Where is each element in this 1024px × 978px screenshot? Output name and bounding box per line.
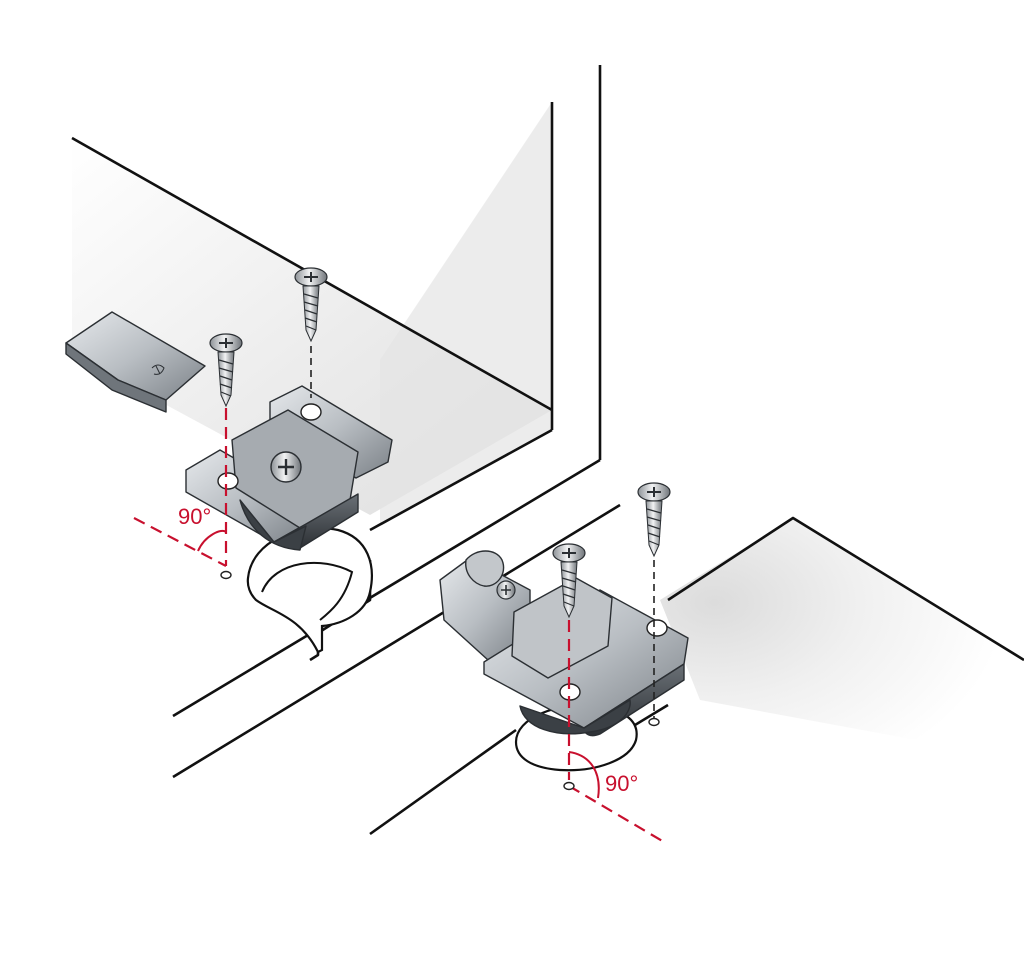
right-plate-hole-rear — [646, 619, 668, 637]
right-screw-rear — [637, 482, 671, 558]
left-plate-hole-front — [217, 472, 239, 490]
door-panel-surface — [660, 518, 1024, 760]
right-right-angle-arc — [568, 751, 600, 799]
left-pilot-hole — [220, 570, 232, 580]
left-hinge-assembly: 90° — [65, 267, 393, 654]
right-plate-cup — [519, 699, 631, 735]
right-hinge-arm — [439, 550, 531, 661]
cabinet-side-panel-surface — [380, 102, 552, 525]
right-screw-front — [552, 543, 586, 619]
left-cup-bore-hole — [246, 527, 373, 654]
left-adjustment-screw-slot — [278, 459, 294, 475]
screw-shank — [560, 561, 578, 619]
screw-shank — [302, 285, 320, 343]
left-cover-cap — [65, 311, 206, 413]
door-front-edge — [369, 728, 517, 836]
right-rear-pilot-hole — [648, 717, 660, 727]
left-screw-front — [209, 333, 243, 408]
screw-shank — [645, 500, 663, 558]
right-mounting-plate — [483, 577, 689, 737]
left-angle-label: 90° — [178, 504, 211, 529]
cover-cap-logo-mark — [151, 364, 165, 375]
cabinet-front-edge-lower — [172, 503, 621, 779]
left-plate-hole-rear — [300, 403, 322, 421]
door-front-edge-right — [629, 703, 669, 730]
hinge-arm-knuckle — [465, 550, 505, 587]
cabinet-lower-edge-inner — [369, 428, 553, 532]
left-cup-bore-inner — [261, 561, 354, 621]
left-horizontal-guide — [133, 517, 227, 567]
right-hinge-assembly: 90° — [439, 482, 689, 843]
right-pilot-hole — [563, 781, 575, 791]
left-plate-cup-skirt — [239, 499, 307, 551]
door-top-edge — [667, 516, 1024, 662]
left-mounting-plate — [185, 385, 393, 551]
cover-cap-side — [65, 342, 167, 413]
left-screw-rear — [294, 267, 328, 343]
cabinet-front-edge-upper — [172, 458, 601, 718]
right-angle-label: 90° — [605, 771, 638, 796]
left-right-angle-arc — [197, 530, 227, 552]
